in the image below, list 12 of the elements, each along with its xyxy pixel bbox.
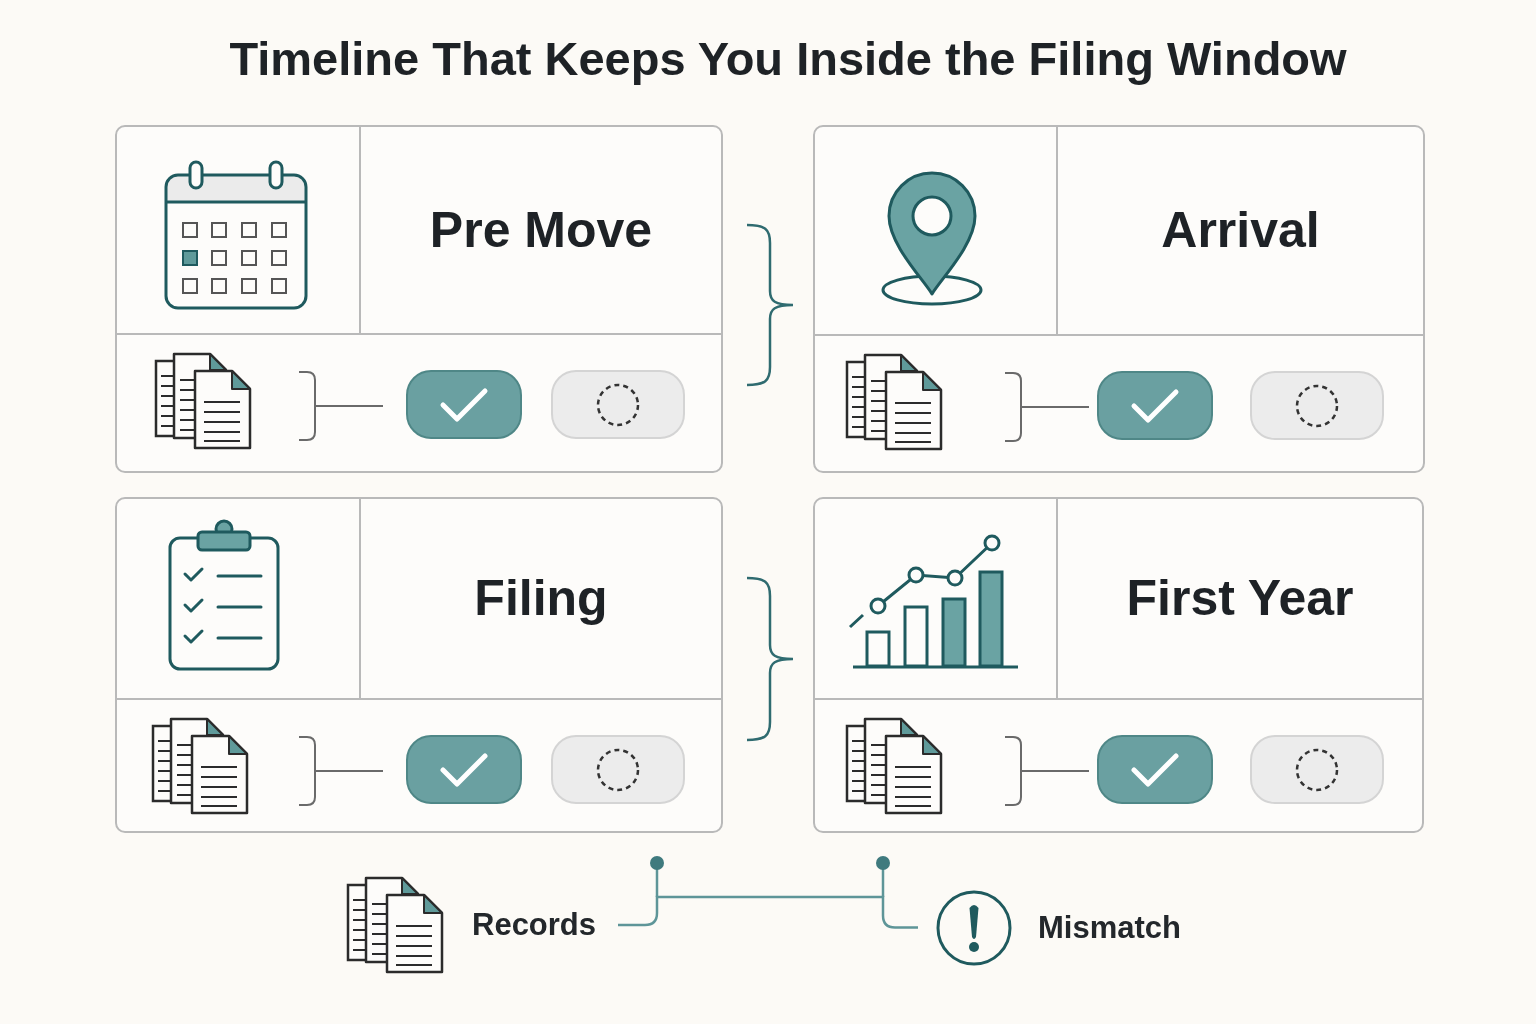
connector-line: [618, 895, 918, 929]
node-label: Mismatch: [1038, 909, 1181, 946]
stage-title: Pre Move: [429, 202, 653, 258]
stage-card: [813, 497, 1424, 833]
stage-title: Arrival: [1161, 203, 1320, 258]
stage-card: [115, 125, 723, 473]
diagram-title: Timeline That Keeps You Inside the Filing Window: [229, 32, 1347, 87]
stage-card: [813, 125, 1425, 473]
stage-title: Filing: [474, 571, 608, 626]
node-label: Records: [472, 907, 597, 943]
stage-card: [115, 497, 723, 833]
stage-title: First Year: [1126, 571, 1354, 626]
